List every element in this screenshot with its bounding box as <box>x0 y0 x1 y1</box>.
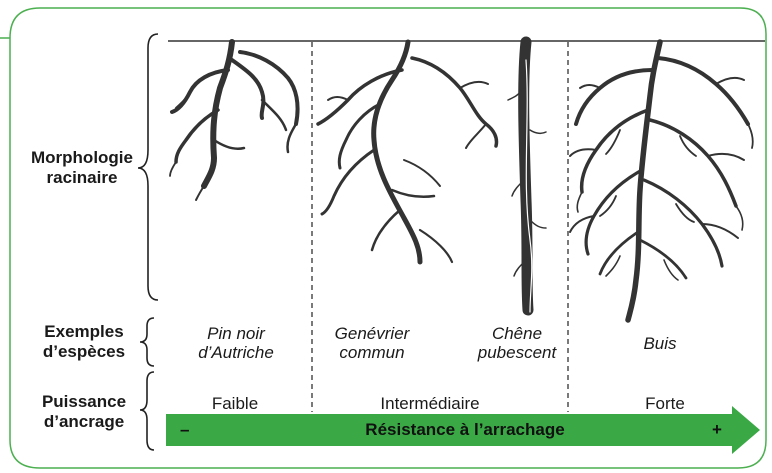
root-pin-noir <box>169 39 300 201</box>
power-level-intermediaire: Intermédiaire <box>380 394 480 413</box>
row-label-power-line2: d’ancrage <box>43 412 125 431</box>
row-label-power-line1: Puissance <box>41 392 127 411</box>
root-chene <box>507 36 547 316</box>
power-level-faible: Faible <box>211 394 259 413</box>
row-label-species-line2: d’espèces <box>42 342 126 361</box>
resistance-arrow <box>166 406 760 454</box>
row-label-species-line1: Exemples <box>44 322 124 341</box>
arrow-label: Résistance à l’arrachage <box>365 420 565 439</box>
brace-morphology <box>137 33 159 301</box>
species-genevrier-line1: Genévrier <box>334 324 410 343</box>
brace-species <box>139 317 155 367</box>
row-label-species: Exemples d’espèces <box>28 322 140 362</box>
power-level-forte: Forte <box>645 394 685 413</box>
root-genevrier <box>316 39 499 265</box>
species-genevrier: Genévrier commun <box>322 324 422 362</box>
species-chene-line1: Chêne <box>491 324 543 343</box>
species-genevrier-line2: commun <box>339 343 405 362</box>
arrow-minus: – <box>180 420 190 439</box>
root-buis <box>569 39 754 323</box>
species-pin-noir-line1: Pin noir <box>207 324 265 343</box>
species-chene-line2: pubescent <box>477 343 557 362</box>
row-label-morphology-line2: racinaire <box>46 168 118 187</box>
species-buis-line1: Buis <box>643 334 677 353</box>
species-buis: Buis <box>620 334 700 353</box>
row-label-morphology: Morphologie racinaire <box>20 148 144 188</box>
row-label-morphology-line1: Morphologie <box>31 148 133 167</box>
species-chene: Chêne pubescent <box>470 324 564 362</box>
arrow-plus: + <box>712 420 722 439</box>
frame-border <box>0 7 767 469</box>
species-pin-noir-line2: d’Autriche <box>198 343 274 362</box>
row-label-power: Puissance d’ancrage <box>28 392 140 432</box>
species-pin-noir: Pin noir d’Autriche <box>180 324 292 362</box>
brace-power <box>139 371 155 451</box>
